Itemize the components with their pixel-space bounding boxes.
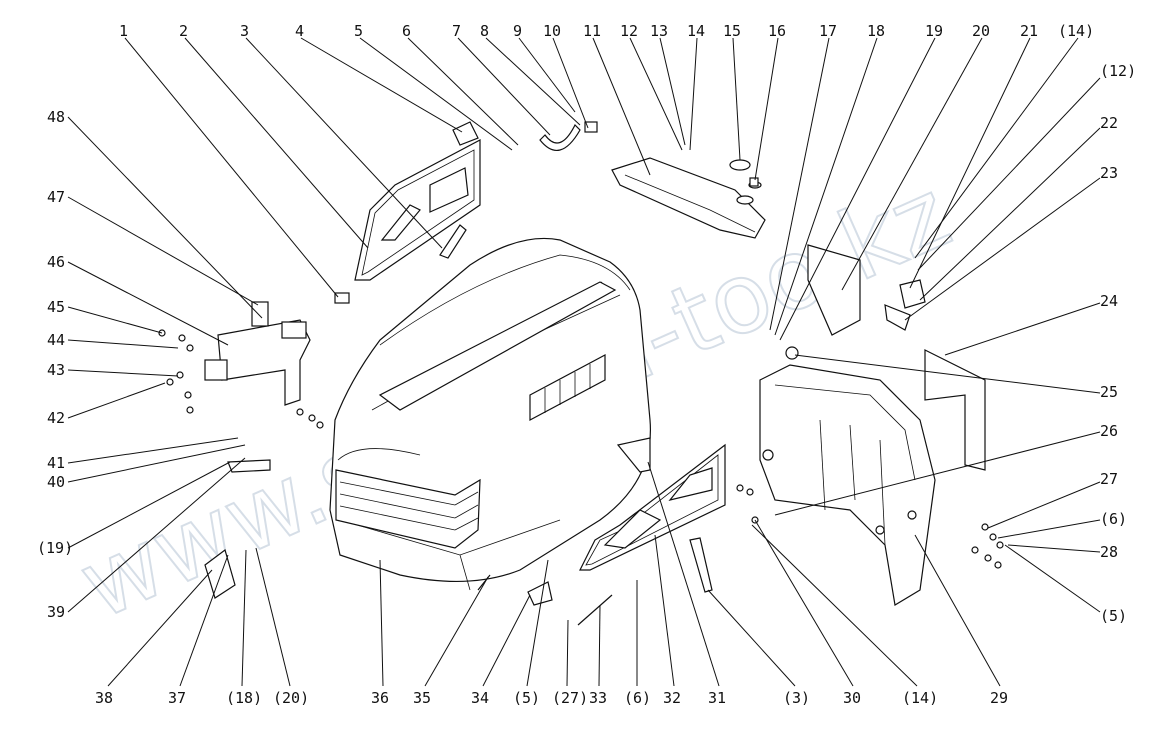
label-13: 13 [650, 22, 668, 40]
label-47: 47 [47, 188, 65, 206]
bolt-group-left [158, 329, 324, 429]
part-labels: 1 2 3 4 5 6 7 8 9 10 11 12 13 14 15 16 1… [37, 22, 1136, 707]
label-31: 31 [708, 689, 726, 707]
hose-clamp [584, 121, 598, 133]
label-20: 20 [972, 22, 990, 40]
clip [749, 177, 759, 187]
bracket-39 [227, 459, 271, 473]
label-44: 44 [47, 331, 65, 349]
label-14-ref: (14) [1058, 22, 1094, 40]
label-6-ref-right: (6) [1100, 510, 1127, 528]
label-5-ref-right: (5) [1100, 607, 1127, 625]
label-17: 17 [819, 22, 837, 40]
bracket-23 [884, 304, 911, 331]
label-35: 35 [413, 689, 431, 707]
label-33: 33 [589, 689, 607, 707]
lamp [204, 548, 236, 599]
label-2: 2 [179, 22, 188, 40]
label-6-ref-bottom: (6) [624, 689, 651, 707]
label-3-ref: (3) [783, 689, 810, 707]
bracket-31 [616, 437, 651, 473]
label-16: 16 [768, 22, 786, 40]
label-39: 39 [47, 603, 65, 621]
label-18-ref: (18) [226, 689, 262, 707]
label-42: 42 [47, 409, 65, 427]
label-27: 27 [1100, 470, 1118, 488]
label-38: 38 [95, 689, 113, 707]
rod [577, 594, 613, 626]
label-9: 9 [513, 22, 522, 40]
label-5-ref-bottom: (5) [513, 689, 540, 707]
label-22: 22 [1100, 114, 1118, 132]
cabin-shell [759, 364, 936, 606]
label-4: 4 [295, 22, 304, 40]
label-30: 30 [843, 689, 861, 707]
label-40: 40 [47, 473, 65, 491]
seal-ring [729, 159, 751, 171]
label-6: 6 [402, 22, 411, 40]
hood-top-stripe [378, 281, 617, 411]
label-28: 28 [1100, 543, 1118, 561]
label-29: 29 [990, 689, 1008, 707]
label-18: 18 [867, 22, 885, 40]
hood-grille [335, 469, 481, 549]
label-10: 10 [543, 22, 561, 40]
label-43: 43 [47, 361, 65, 379]
hose [539, 123, 581, 151]
door-handle [899, 279, 926, 309]
leader-lines [67, 37, 1101, 687]
bracket-34 [527, 581, 553, 606]
label-5: 5 [354, 22, 363, 40]
top-cover [611, 157, 766, 239]
label-7: 7 [452, 22, 461, 40]
side-panel-right [579, 443, 726, 571]
label-20-ref: (20) [273, 689, 309, 707]
label-21: 21 [1020, 22, 1038, 40]
label-19-ref: (19) [37, 539, 73, 557]
label-48: 48 [47, 108, 65, 126]
label-12: 12 [620, 22, 638, 40]
bracket-top [452, 121, 479, 146]
bracket-3-lower [689, 537, 713, 593]
clip-left [334, 292, 350, 304]
side-plate [807, 244, 861, 336]
label-45: 45 [47, 298, 65, 316]
label-27-ref: (27) [552, 689, 588, 707]
label-3: 3 [240, 22, 249, 40]
side-panel-left [354, 139, 481, 281]
label-26: 26 [1100, 422, 1118, 440]
label-32: 32 [663, 689, 681, 707]
label-24: 24 [1100, 292, 1118, 310]
bracket-mid [439, 224, 467, 259]
label-1: 1 [119, 22, 128, 40]
label-14-ref-bottom: (14) [902, 689, 938, 707]
label-15: 15 [723, 22, 741, 40]
frame-bracket [204, 301, 311, 406]
label-36: 36 [371, 689, 389, 707]
label-46: 46 [47, 253, 65, 271]
label-37: 37 [168, 689, 186, 707]
label-19: 19 [925, 22, 943, 40]
label-25: 25 [1100, 383, 1118, 401]
label-23: 23 [1100, 164, 1118, 182]
label-41: 41 [47, 454, 65, 472]
screw-group-right [736, 484, 1004, 569]
label-8: 8 [480, 22, 489, 40]
label-14: 14 [687, 22, 705, 40]
hood-side-vent [529, 354, 606, 421]
washer [785, 346, 799, 360]
label-11: 11 [583, 22, 601, 40]
label-12-ref: (12) [1100, 62, 1136, 80]
rear-plate [924, 349, 986, 471]
label-34: 34 [471, 689, 489, 707]
